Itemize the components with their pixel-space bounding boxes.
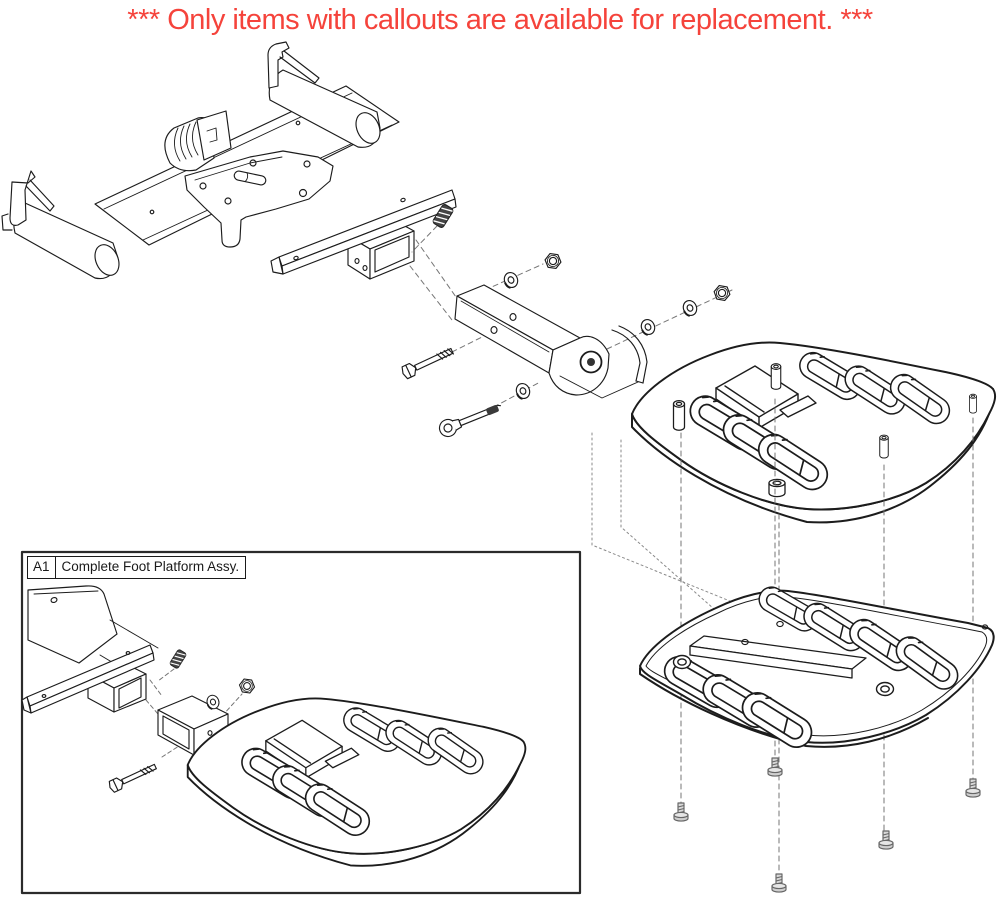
left-tube — [13, 202, 120, 280]
washer — [513, 380, 533, 402]
grommet — [672, 654, 895, 697]
callout-label: Complete Foot Platform Assy. — [54, 556, 247, 579]
replacement-notice: *** Only items with callouts are availab… — [127, 4, 873, 36]
socket-head-bolt — [438, 404, 502, 438]
screw — [878, 830, 894, 850]
pivot-leader-lines — [591, 432, 780, 639]
mounting-arm — [454, 284, 648, 399]
crossbar — [270, 189, 457, 275]
inset-detail-box — [20, 550, 582, 895]
standoff — [879, 434, 889, 459]
callout-id: A1 — [27, 556, 55, 579]
screw — [673, 802, 689, 822]
screw — [771, 873, 787, 893]
inset-crossbar — [21, 644, 155, 714]
mounting-screws — [673, 757, 981, 893]
screw — [965, 778, 981, 798]
washer — [679, 297, 701, 319]
foot-platform-top — [632, 343, 995, 523]
foot-platform-base-plate — [639, 581, 995, 754]
nut — [712, 284, 732, 302]
center-mount-plate — [184, 150, 334, 248]
clamp-block — [164, 110, 232, 172]
frame-bracket-assembly — [1, 41, 457, 280]
mount-bar — [689, 635, 867, 679]
washer — [637, 316, 659, 338]
nut — [543, 252, 563, 270]
washer — [501, 269, 521, 291]
callout-a1: A1 Complete Foot Platform Assy. — [27, 556, 247, 579]
standoff — [969, 393, 977, 414]
right-tube — [268, 69, 381, 148]
standoff — [770, 363, 782, 390]
left-hook-bracket — [1, 170, 55, 231]
standoff — [672, 399, 686, 431]
right-hook-bracket — [267, 41, 320, 89]
bottom-boss — [768, 478, 786, 498]
hex-bolt — [401, 347, 455, 380]
screw — [767, 757, 783, 777]
inset-hex-bolt — [108, 763, 157, 793]
inset-dashed-lines — [145, 668, 243, 758]
